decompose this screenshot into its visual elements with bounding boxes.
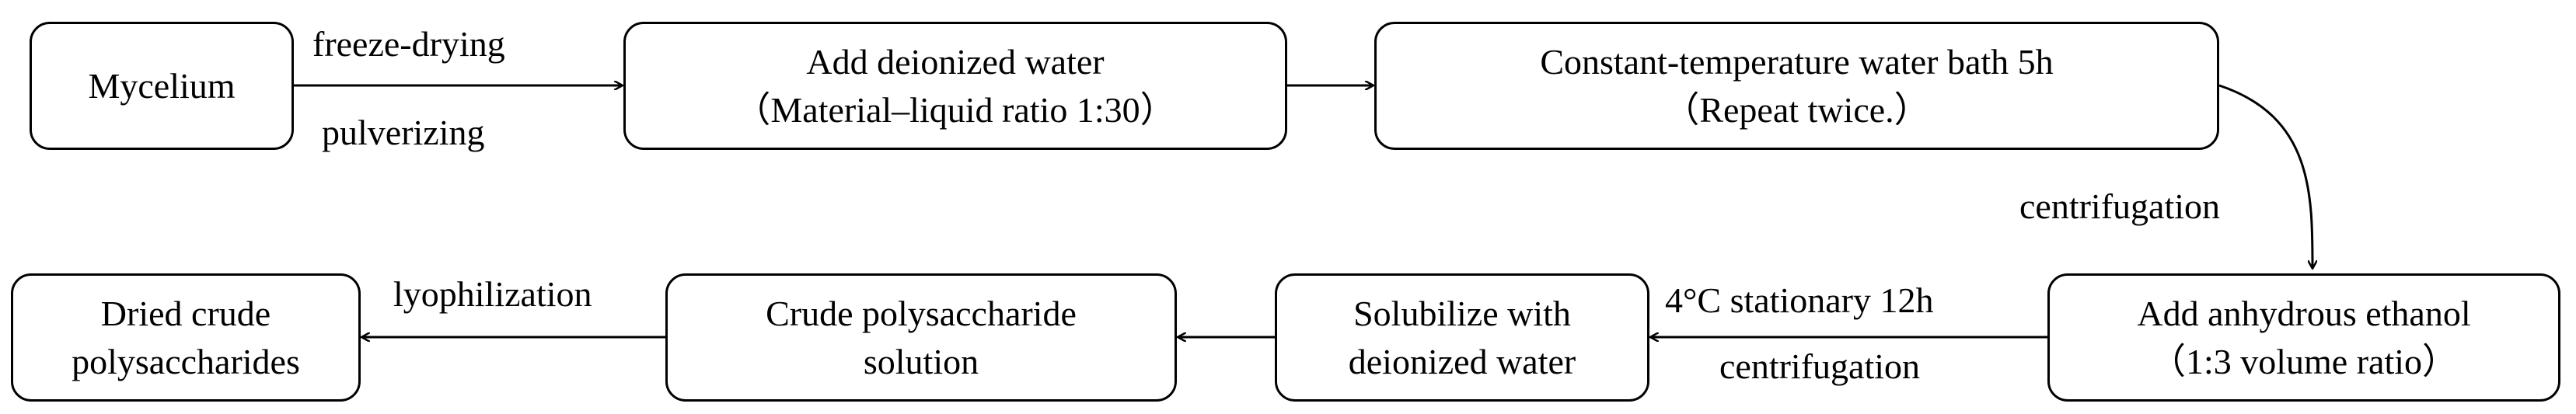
centrifugation-label-2: centrifugation — [1719, 346, 1921, 386]
add-ethanol-box-line2: （1:3 volume ratio） — [2149, 341, 2459, 381]
solubilize-box-line2: deionized water — [1348, 341, 1576, 381]
water-bath-box: Constant-temperature water bath 5h （Repe… — [1374, 22, 2219, 150]
lyophilization-label: lyophilization — [393, 274, 592, 314]
crude-solution-box: Crude polysaccharide solution — [665, 273, 1177, 402]
solubilize-box: Solubilize with deionized water — [1275, 273, 1649, 402]
solubilize-box-line1: Solubilize with — [1353, 293, 1571, 333]
crude-solution-box-line2: solution — [863, 341, 979, 381]
mycelium-box-text: Mycelium — [88, 65, 236, 106]
mycelium-box: Mycelium — [30, 22, 294, 150]
add-ethanol-box: Add anhydrous ethanol （1:3 volume ratio） — [2047, 273, 2560, 402]
water-bath-box-line1: Constant-temperature water bath 5h — [1540, 41, 2054, 82]
freeze-drying-label: freeze-drying — [312, 24, 505, 64]
add-water-box-line1: Add deionized water — [806, 41, 1105, 82]
water-bath-box-line2: （Repeat twice.） — [1663, 89, 1930, 130]
stationary-label: 4°C stationary 12h — [1665, 280, 1934, 320]
crude-solution-box-line1: Crude polysaccharide — [766, 293, 1077, 333]
add-water-box: Add deionized water （Material–liquid rat… — [623, 22, 1287, 150]
pulverizing-label: pulverizing — [322, 113, 485, 152]
centrifugation-label-1: centrifugation — [2019, 186, 2221, 226]
add-ethanol-box-line1: Add anhydrous ethanol — [2137, 293, 2471, 333]
dried-box: Dried crude polysaccharides — [11, 273, 361, 402]
dried-box-line2: polysaccharides — [72, 341, 300, 381]
dried-box-line1: Dried crude — [100, 293, 271, 333]
add-water-box-line2: （Material–liquid ratio 1:30） — [735, 89, 1176, 130]
arrow-water-bath-to-add-ethanol — [2218, 84, 2312, 268]
